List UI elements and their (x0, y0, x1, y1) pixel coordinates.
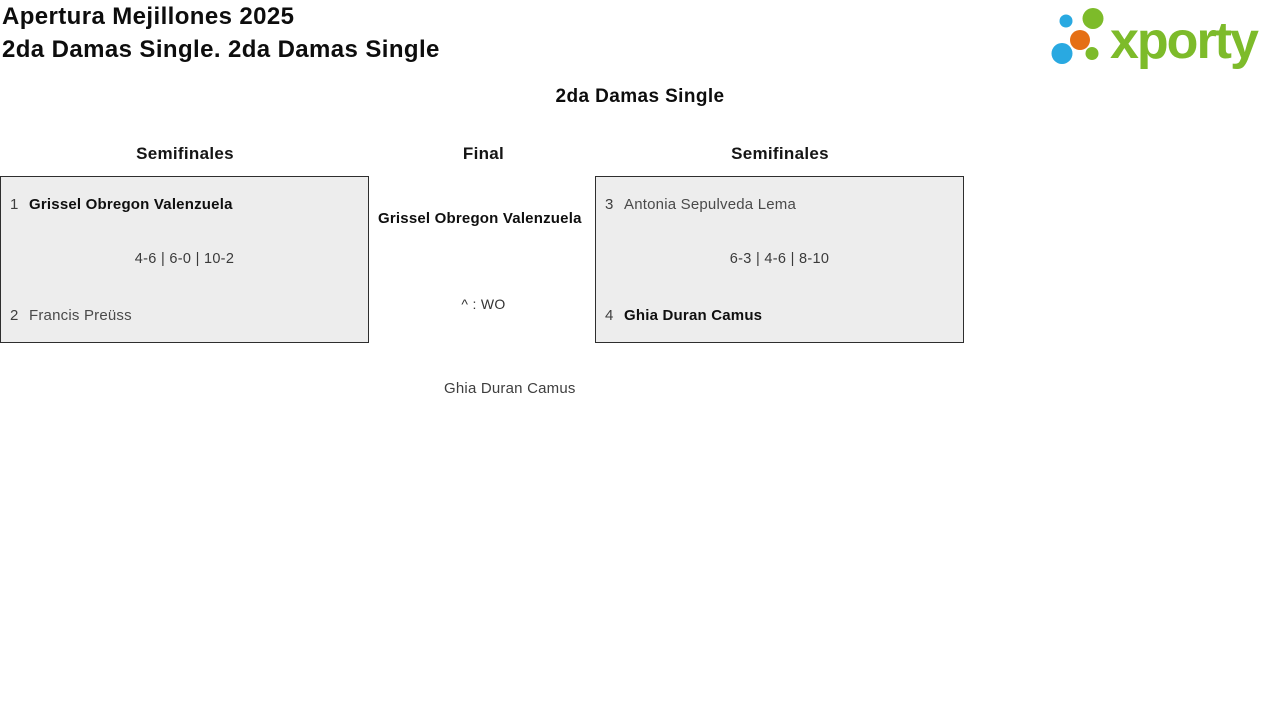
player-name: Ghia Duran Camus (624, 307, 763, 324)
player-row: 1 Grissel Obregon Valenzuela (1, 196, 368, 213)
player-row: 4 Ghia Duran Camus (596, 307, 963, 324)
logo-dot-blue-large (1051, 43, 1073, 64)
bracket-title: 2da Damas Single (555, 86, 725, 107)
tournament-title: Apertura Mejillones 2025 (2, 3, 295, 30)
final-runnerup-name: Ghia Duran Camus (444, 380, 576, 397)
player-seed: 4 (605, 307, 614, 324)
logo-dot-green-small (1085, 47, 1099, 60)
round-header-semifinals-right: Semifinales (731, 144, 829, 163)
final-result-note: ^ : WO (461, 296, 506, 312)
match-score: 6-3 | 4-6 | 8-10 (729, 251, 830, 267)
xporty-logo[interactable]: xporty (1050, 4, 1278, 70)
match-score: 4-6 | 6-0 | 10-2 (134, 251, 235, 267)
match-box-semifinal-right: 3 Antonia Sepulveda Lema 6-3 | 4-6 | 8-1… (595, 176, 964, 343)
player-name: Antonia Sepulveda Lema (624, 196, 797, 213)
logo-dot-orange (1070, 30, 1090, 50)
logo-dot-green-large (1082, 8, 1104, 29)
player-seed: 3 (605, 196, 614, 213)
category-subtitle: 2da Damas Single. 2da Damas Single (2, 36, 440, 63)
logo-wordmark: xporty (1110, 12, 1259, 70)
xporty-logo-graphic: xporty (1051, 8, 1261, 70)
final-winner-name: Grissel Obregon Valenzuela (378, 210, 582, 227)
player-row: 3 Antonia Sepulveda Lema (596, 196, 963, 213)
player-seed: 1 (10, 196, 19, 213)
player-name: Grissel Obregon Valenzuela (29, 196, 233, 213)
player-row: 2 Francis Preüss (1, 307, 368, 324)
player-name: Francis Preüss (29, 307, 132, 324)
logo-dot-blue-small (1059, 14, 1073, 28)
round-header-semifinals-left: Semifinales (136, 144, 234, 163)
round-header-final: Final (462, 144, 505, 163)
player-seed: 2 (10, 307, 19, 324)
match-box-semifinal-left: 1 Grissel Obregon Valenzuela 4-6 | 6-0 |… (0, 176, 369, 343)
